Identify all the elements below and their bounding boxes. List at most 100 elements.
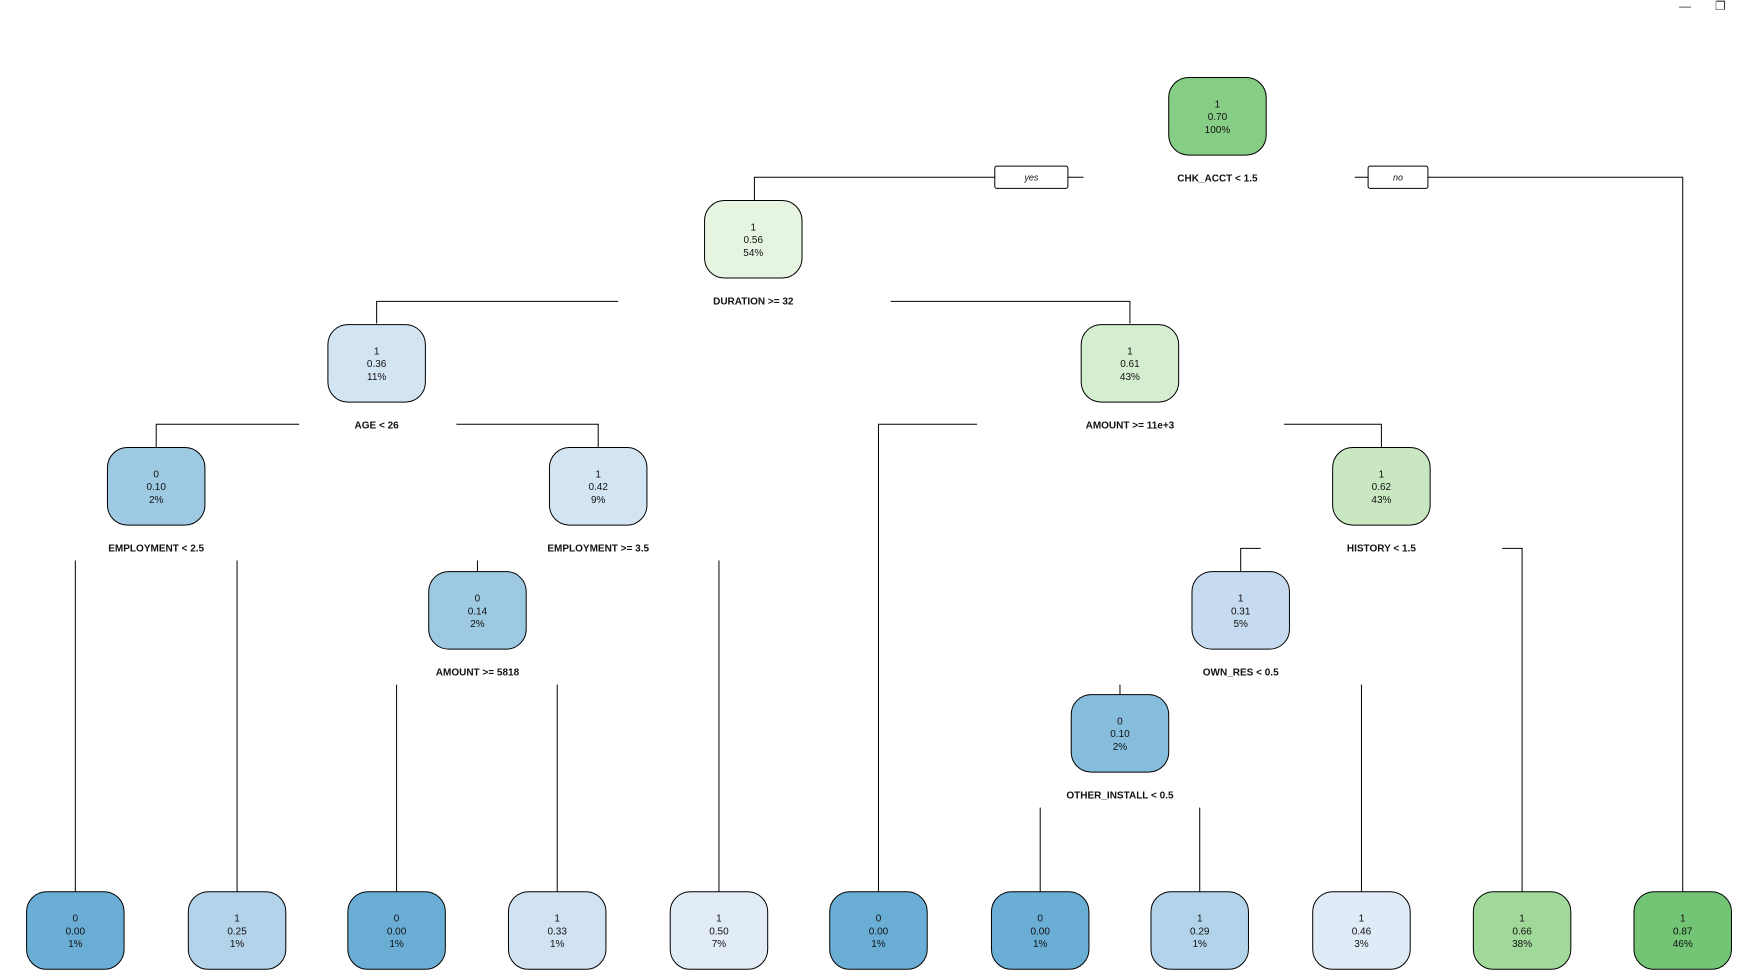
edge-left-0 [753,176,1084,201]
split-node-n44: 00.102%OTHER_INSTALL < 0.5 [1066,694,1174,802]
edge-left-1 [376,300,619,324]
edge-left-2 [155,423,300,448]
leaf-node-l5: 10.50 7% [669,891,769,970]
node-prob: 0.29 [1190,926,1210,937]
node-class: 1 [1519,914,1525,925]
no-label-box [1367,165,1429,189]
split-label-n4: AGE < 26 [355,421,400,432]
yes-label-box [994,165,1069,189]
node-prob: 0.66 [1512,926,1532,937]
node-class: 1 [716,914,722,925]
node-box-l3 [347,891,446,970]
edge-right-1 [890,300,1131,324]
node-box-l8 [1150,891,1249,970]
edge-right-2 [456,423,599,448]
node-prob: 0.56 [744,235,764,246]
node-class: 0 [1117,716,1123,727]
split-node-n9: 10.429%EMPLOYMENT >= 3.5 [547,447,649,555]
window-controls: — ❐ [1657,0,1737,14]
node-prob: 0.70 [1208,112,1228,123]
node-pct: 9% [591,495,606,506]
node-prob: 0.31 [1231,606,1251,617]
node-prob: 0.87 [1673,926,1693,937]
node-box-l11 [1633,891,1732,970]
node-pct: 7% [712,939,727,950]
node-box-l1 [26,891,125,970]
node-prob: 0.46 [1352,926,1372,937]
node-class: 0 [1037,914,1043,925]
split-node-n19: 00.142%AMOUNT >= 5818 [428,571,527,679]
node-pct: 46% [1673,939,1693,950]
node-box-n8 [106,447,206,526]
node-box-l7 [990,891,1090,970]
edge-right-6 [1502,547,1523,892]
node-box-n11 [1332,447,1431,526]
node-box-l2 [187,891,287,970]
node-class: 1 [234,914,240,925]
node-prob: 0.33 [547,926,567,937]
node-pct: 43% [1371,495,1391,506]
node-prob: 0.50 [709,926,729,937]
leaf-node-l4: 10.331% [507,891,607,970]
node-class: 0 [876,914,882,925]
leaf-node-l7: 00.001% [990,891,1090,970]
node-box-n5 [1080,324,1180,403]
node-pct: 54% [743,248,763,259]
split-label-n22: OWN_RES < 0.5 [1203,668,1279,679]
node-pct: 1% [68,939,83,950]
node-box-root [1168,77,1267,156]
leaf-node-l9: 10.46 3% [1312,891,1411,970]
split-node-n8: 00.102%EMPLOYMENT < 2.5 [106,447,206,555]
node-prob: 0.42 [588,482,608,493]
node-class: 0 [394,914,400,925]
node-class: 0 [153,469,159,480]
split-label-n5: AMOUNT >= 11e+3 [1086,421,1175,432]
node-class: 1 [1127,346,1133,357]
leaf-node-l11: 10.87 46% [1633,891,1732,970]
node-pct: 3% [1354,939,1369,950]
edge-right-3 [1283,423,1382,448]
node-box-l6 [829,891,928,970]
leaf-node-l1: 00.001% [26,891,125,970]
node-pct: 2% [470,619,485,630]
minimize-icon[interactable]: — [1679,0,1691,13]
leaf-node-l3: 00.001% [347,891,446,970]
node-class: 1 [1197,914,1203,925]
leaf-node-l6: 00.001% [829,891,928,970]
node-class: 1 [1359,914,1365,925]
node-pct: 38% [1512,939,1532,950]
edge-right-0 [1354,176,1684,892]
node-pct: 100% [1205,125,1231,136]
node-class: 1 [1379,469,1385,480]
node-prob: 0.62 [1372,482,1392,493]
leaf-node-l10: 10.66 38% [1472,891,1572,970]
node-pct: 2% [149,495,164,506]
node-class: 1 [1680,914,1686,925]
node-prob: 0.36 [367,359,387,370]
split-label-n44: OTHER_INSTALL < 0.5 [1066,791,1174,802]
node-pct: 1% [1033,939,1048,950]
leaf-node-l2: 10.251% [187,891,287,970]
node-class: 0 [475,594,481,605]
node-pct: 1% [230,939,245,950]
node-prob: 0.10 [1110,729,1130,740]
maximize-icon[interactable]: ❐ [1715,0,1726,13]
split-label-n8: EMPLOYMENT < 2.5 [108,544,204,555]
node-pct: 1% [550,939,565,950]
node-pct: 11% [367,372,386,383]
node-box-l5 [669,891,769,970]
node-class: 1 [1238,594,1244,605]
split-node-n22: 10.315%OWN_RES < 0.5 [1191,571,1290,679]
split-label-root: CHK_ACCT < 1.5 [1177,174,1258,185]
edge-left-6 [1240,547,1261,572]
split-label-n19: AMOUNT >= 5818 [436,668,520,679]
node-prob: 0.00 [869,926,889,937]
split-label-n2: DURATION >= 32 [713,297,794,308]
node-prob: 0.00 [66,926,86,937]
node-box-l10 [1472,891,1572,970]
